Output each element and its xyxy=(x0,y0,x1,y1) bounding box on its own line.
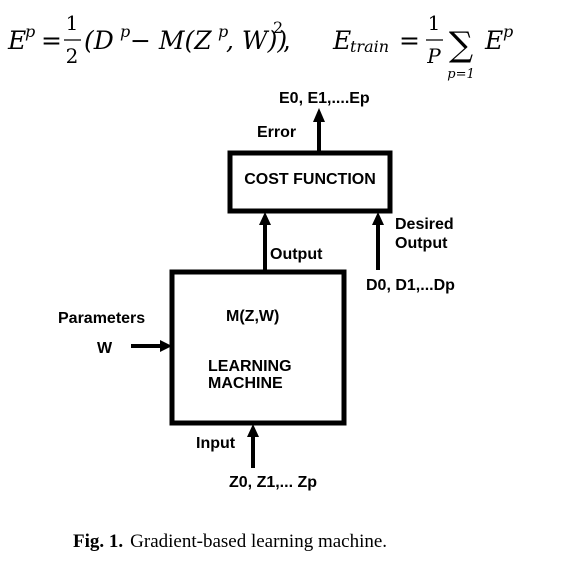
machine-name-line1: LEARNING xyxy=(208,358,292,375)
input-values: Z0, Z1,... Zp xyxy=(229,474,317,491)
parameters-label: Parameters xyxy=(58,310,145,327)
etrain-equals: = xyxy=(399,26,420,55)
input-arrow-head xyxy=(247,424,259,437)
ep-body-open: (D xyxy=(84,26,114,55)
ep-equals: = xyxy=(41,26,62,55)
ep-body-sup1: p xyxy=(120,22,130,41)
ep-lhs-sup: p xyxy=(25,22,35,41)
ep-body-mid: − M(Z xyxy=(130,26,212,55)
parameters-arrow-head xyxy=(160,340,172,352)
error-values: E0, E1,....Ep xyxy=(279,90,370,107)
caption-label: Fig. 1. xyxy=(73,531,123,552)
machine-function: M(Z,W) xyxy=(226,308,279,325)
etrain-term: E xyxy=(484,26,503,55)
desired-values: D0, D1,...Dp xyxy=(366,277,455,294)
input-label: Input xyxy=(196,435,236,452)
ep-comma: , xyxy=(283,26,291,55)
desired-output-label-2: Output xyxy=(395,235,448,252)
cost-function-label: COST FUNCTION xyxy=(244,171,376,188)
etrain-sum-lower: p=1 xyxy=(447,67,475,82)
machine-name-line2: MACHINE xyxy=(208,375,283,392)
output-label: Output xyxy=(270,246,323,263)
desired-output-arrow-head xyxy=(372,212,384,225)
etrain-frac-num: 1 xyxy=(428,11,441,35)
error-label: Error xyxy=(257,124,296,141)
etrain-lhs: E xyxy=(332,26,351,55)
ep-frac-num: 1 xyxy=(66,11,79,35)
caption-text: Gradient-based learning machine. xyxy=(130,531,387,552)
ep-frac-den: 2 xyxy=(66,44,79,68)
learning-machine-box xyxy=(169,269,347,426)
machine-function-z: Z xyxy=(245,308,255,325)
ep-body-sup2: p xyxy=(218,22,228,41)
equation-etrain: E train = 1 P ∑ p=1 E p xyxy=(332,11,513,82)
ep-square: 2 xyxy=(273,18,283,37)
parameters-symbol: W xyxy=(97,340,113,357)
ep-lhs: E xyxy=(7,26,26,55)
machine-function-post: ,W) xyxy=(254,308,279,325)
ep-body-close: , W)) xyxy=(226,26,287,55)
equation-ep: E p = 1 2 (D p − M(Z p , W)) 2 , xyxy=(7,11,291,68)
error-arrow-head xyxy=(313,108,325,122)
etrain-lhs-sub: train xyxy=(350,37,389,56)
machine-function-pre: M( xyxy=(226,308,245,325)
caption: Fig. 1. Gradient-based learning machine. xyxy=(73,531,387,552)
cost-function-box xyxy=(227,150,393,214)
output-arrow-head xyxy=(259,212,271,225)
desired-output-label-1: Desired xyxy=(395,216,454,233)
etrain-frac-den: P xyxy=(426,44,441,68)
etrain-sum-symbol: ∑ xyxy=(449,25,473,65)
etrain-term-sup: p xyxy=(503,22,513,41)
